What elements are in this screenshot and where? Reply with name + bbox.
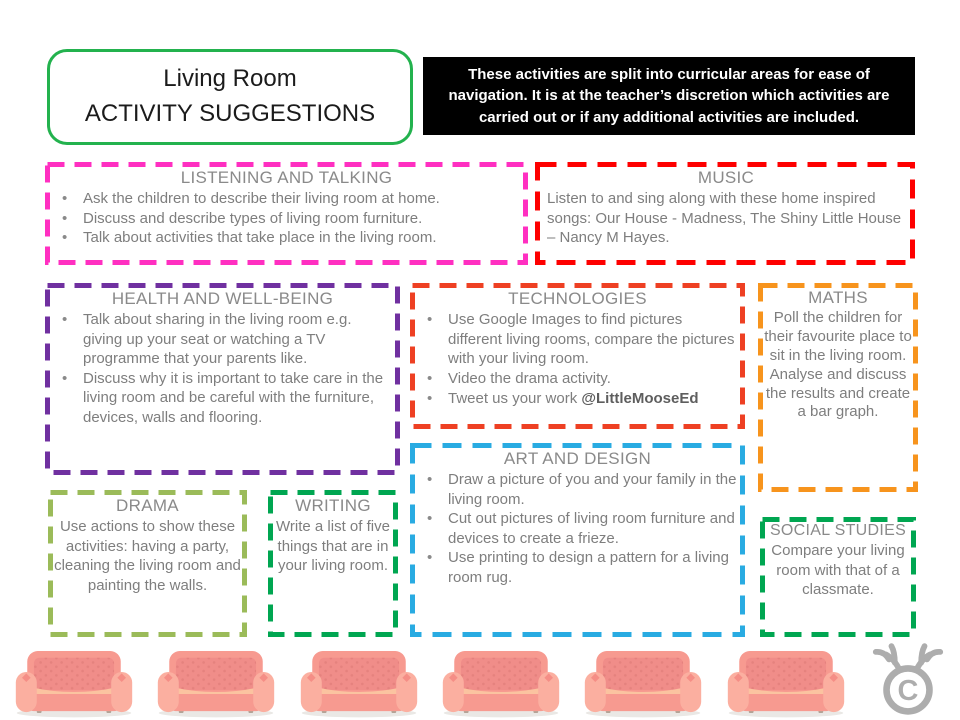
dashed-border [45,283,400,475]
art-and-design-box: ART AND DESIGN Draw a picture of you and… [410,443,745,637]
box-heading: SOCIAL STUDIES [769,522,907,539]
maths-box: MATHS Poll the children for their favour… [758,283,918,492]
list-item: Tweet us your work @LittleMooseEd [417,389,738,409]
box-heading: LISTENING AND TALKING [180,168,393,187]
box-text: Poll the children for their favourite pl… [764,309,912,421]
list-item: Use Google Images to find pictures diffe… [417,310,738,369]
box-heading: MATHS [808,288,868,307]
box-heading: ART AND DESIGN [503,449,652,468]
dashed-border [410,283,745,429]
box-heading: MUSIC [697,168,755,187]
sofa-icon [724,647,848,718]
list-item: Video the drama activity. [417,369,738,389]
moose-copyright-logo: C [872,643,944,715]
bullet-list: Use Google Images to find pictures diffe… [417,310,738,388]
sofa-icon [439,647,563,718]
dashed-border [758,283,918,492]
box-heading: WRITING [295,496,371,515]
list-item: Talk about activities that take place in… [52,228,521,248]
dashed-border [45,162,528,265]
sofa-icon [581,647,705,718]
health-and-well-being-box: HEALTH AND WELL-BEING Talk about sharing… [45,283,400,475]
list-item: Ask the children to describe their livin… [52,189,521,209]
dashed-border [410,443,745,637]
list-item: Discuss why it is important to take care… [52,369,393,428]
list-item: Talk about sharing in the living room e.… [52,310,393,369]
list-item: Cut out pictures of living room furnitur… [417,509,738,548]
box-text: Listen to and sing along with these home… [547,190,902,246]
music-box: MUSIC Listen to and sing along with thes… [535,162,915,265]
bullet-list: Ask the children to describe their livin… [52,189,521,248]
slide-title-box: Living Room ACTIVITY SUGGESTIONS [47,49,413,145]
technologies-box: TECHNOLOGIES Use Google Images to find p… [410,283,745,429]
page-title: Living Room ACTIVITY SUGGESTIONS [84,65,376,127]
bullet-list: Draw a picture of you and your family in… [417,470,738,587]
sofa-icon [12,647,136,718]
social-studies-box: SOCIAL STUDIES Compare your living room … [760,517,916,637]
dashed-border [48,490,247,637]
twitter-handle: @LittleMooseEd [581,390,699,407]
bullet-list: Talk about sharing in the living room e.… [52,310,393,427]
listening-and-talking-box: LISTENING AND TALKING Ask the children t… [45,162,528,265]
intro-text: These activities are split into curricul… [448,65,890,126]
sofa-icon [154,647,278,718]
box-heading: HEALTH AND WELL-BEING [111,289,334,308]
box-text: Use actions to show these activities: ha… [54,518,241,594]
drama-box: DRAMA Use actions to show these activiti… [48,490,247,637]
dashed-border [268,490,398,637]
writing-box: WRITING Write a list of five things that… [268,490,398,637]
tweet-bullet: Tweet us your work @LittleMooseEd [417,389,738,409]
svg-text:C: C [898,675,919,707]
sofa-icon [297,647,421,718]
intro-banner: These activities are split into curricul… [423,57,915,135]
dashed-border [535,162,915,265]
dashed-border [760,517,916,637]
box-text: Write a list of five things that are in … [276,518,390,574]
box-heading: DRAMA [116,496,179,515]
box-heading: TECHNOLOGIES [508,289,647,308]
list-item: Draw a picture of you and your family in… [417,470,738,509]
list-item: Discuss and describe types of living roo… [52,209,521,229]
list-item: Use printing to design a pattern for a l… [417,548,738,587]
box-text: Compare your living room with that of a … [771,542,905,598]
couch-row: C [12,643,950,718]
